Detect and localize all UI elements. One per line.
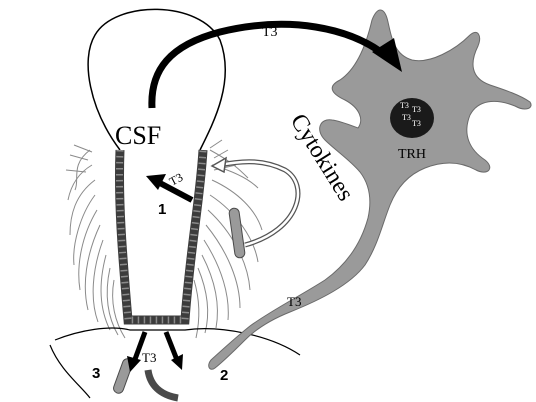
arrow-1-head [146,174,166,190]
svg-text:T3: T3 [412,119,421,128]
capillaries [113,207,246,402]
svg-text:T3: T3 [402,113,411,122]
svg-text:T3: T3 [412,105,421,114]
t3-neuron-label: T3 [287,294,301,309]
median-eminence-bottom [49,344,91,399]
csf-to-neuron-arrow-head [372,38,402,72]
csf-to-neuron-arrow [148,20,388,109]
t3-arrow1-label: T3 [167,170,185,189]
ventricle-outline [87,8,227,151]
trh-nucleus [390,98,434,138]
nucleus-t3-labels: T3 T3 T3 T3 [400,101,421,128]
number-1: 1 [158,201,166,218]
trh-neuron [208,9,532,370]
ependymal-lining [114,149,208,325]
number-3: 3 [92,365,100,382]
base-arrow-left [131,331,148,363]
csf-label: CSF [115,121,161,150]
t3-bottom-label: T3 [142,350,156,365]
number-2: 2 [220,367,228,384]
arrow-1 [156,179,194,203]
base-arrow-right [163,331,180,361]
median-eminence-outline [54,327,301,356]
trh-label: TRH [398,147,426,162]
svg-text:T3: T3 [400,101,409,110]
t3-top-label: T3 [262,25,278,40]
hollow-arrow-head [210,156,227,174]
